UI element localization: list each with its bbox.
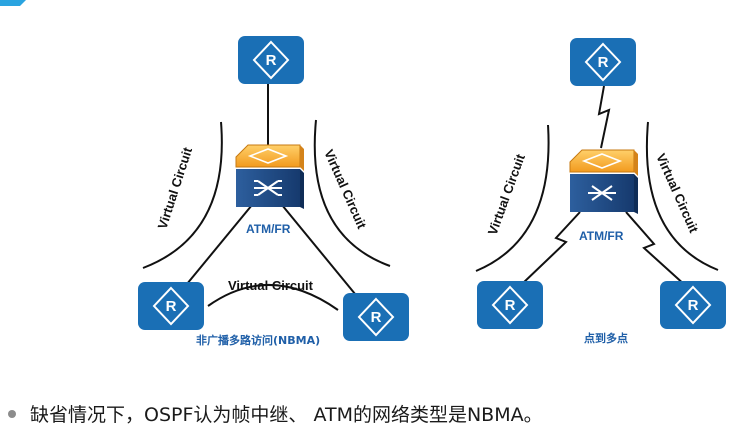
router-left-icon: R bbox=[138, 282, 204, 330]
center-label-p2mp: ATM/FR bbox=[579, 229, 624, 243]
vc-label-right: Virtual Circuit bbox=[321, 147, 370, 231]
caption-p2mp: 点到多点 bbox=[584, 331, 628, 345]
vc-label-bottom: Virtual Circuit bbox=[228, 278, 314, 293]
lightning-link-top bbox=[597, 85, 611, 149]
note-row: 缺省情况下，OSPF认为帧中继、 ATM的网络类型是NBMA。 bbox=[8, 400, 543, 427]
caption-nbma: 非广播多路访问(NBMA) bbox=[196, 333, 320, 347]
bullet-icon bbox=[8, 409, 16, 418]
router-right-icon-2: R bbox=[660, 281, 726, 329]
atm-fr-switch-icon bbox=[235, 144, 304, 209]
svg-text:R: R bbox=[688, 297, 699, 314]
diagram-nbma: Virtual Circuit Virtual Circuit Virtual … bbox=[138, 36, 409, 347]
atm-fr-switch-icon-2 bbox=[569, 149, 638, 214]
center-label-nbma: ATM/FR bbox=[246, 222, 291, 236]
vc-label-right-2: Virtual Circuit bbox=[653, 151, 702, 235]
note-text: 缺省情况下，OSPF认为帧中继、 ATM的网络类型是NBMA。 bbox=[30, 404, 543, 426]
vc-curve-bottom bbox=[207, 283, 339, 311]
router-top-icon-2: R bbox=[570, 38, 636, 86]
vc-label-left-2: Virtual Circuit bbox=[485, 151, 528, 237]
router-top-icon: R bbox=[238, 36, 304, 84]
link-left bbox=[181, 204, 253, 291]
router-left-icon-2: R bbox=[477, 281, 543, 329]
vc-curve-right-2 bbox=[645, 121, 719, 271]
svg-text:R: R bbox=[505, 297, 516, 314]
diagram-p2mp: Virtual Circuit Virtual Circuit ATM/FR R… bbox=[475, 38, 726, 345]
vc-curve-right bbox=[313, 119, 391, 267]
vc-curve-left-2 bbox=[475, 124, 550, 272]
corner-accent bbox=[0, 0, 26, 6]
router-right-icon: R bbox=[343, 293, 409, 341]
lightning-link-left bbox=[521, 211, 581, 285]
link-right bbox=[281, 204, 361, 301]
svg-text:R: R bbox=[266, 52, 277, 69]
lightning-link-right bbox=[625, 211, 687, 287]
svg-text:R: R bbox=[371, 309, 382, 326]
vc-label-left: Virtual Circuit bbox=[155, 145, 196, 231]
svg-text:R: R bbox=[166, 298, 177, 315]
vc-curve-left bbox=[142, 121, 223, 269]
svg-text:R: R bbox=[598, 54, 609, 71]
